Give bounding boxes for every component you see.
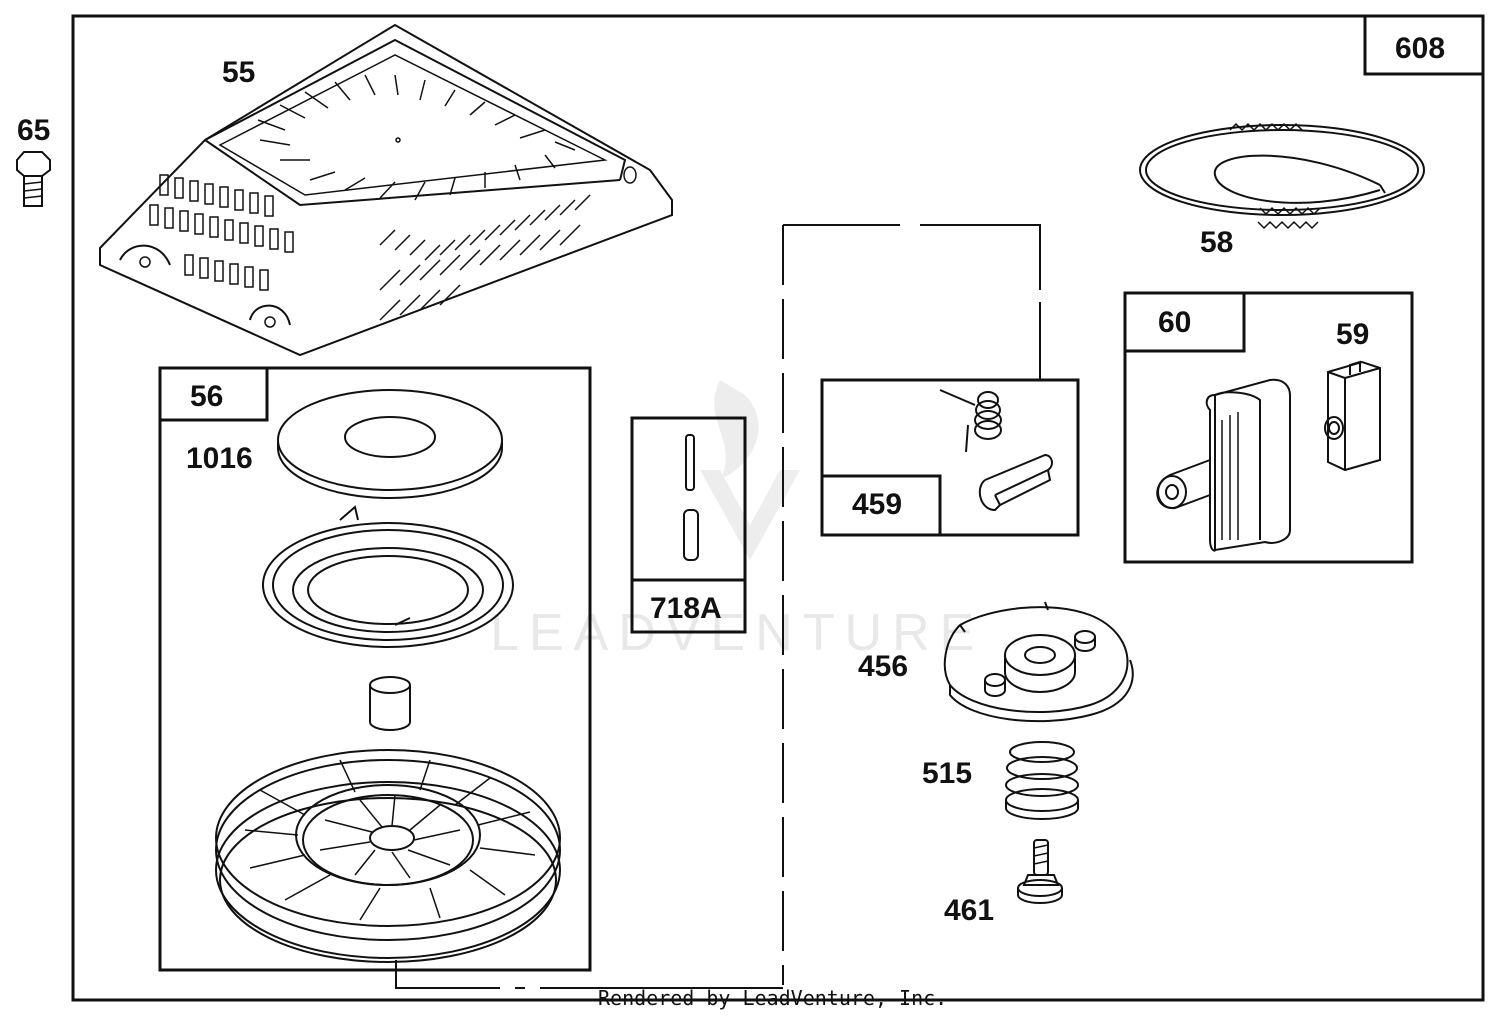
label-56[interactable]: 56 <box>190 380 223 413</box>
compression-spring-515[interactable] <box>1005 741 1079 820</box>
watermark: LEADVENTURE <box>490 380 974 662</box>
kit-60-tag <box>1123 291 1246 353</box>
starter-rope-58[interactable] <box>1139 122 1425 230</box>
kit-56-box <box>158 366 592 972</box>
ratchet-cup-456[interactable] <box>943 601 1134 723</box>
washer-1016[interactable] <box>277 389 503 499</box>
label-1016[interactable]: 1016 <box>186 442 253 475</box>
kit-60-box <box>1123 291 1414 564</box>
kit-718a-box <box>630 416 747 634</box>
label-55[interactable]: 55 <box>222 56 255 89</box>
label-459[interactable]: 459 <box>852 488 902 521</box>
rope-insert-59[interactable] <box>1324 360 1381 472</box>
label-461[interactable]: 461 <box>944 894 994 927</box>
pins-718a[interactable] <box>683 434 699 561</box>
starter-handle-60[interactable] <box>1156 378 1291 552</box>
starter-pulley[interactable] <box>215 749 561 963</box>
label-718a[interactable]: 718A <box>650 592 722 625</box>
connector-lines <box>395 224 1041 989</box>
blower-housing-55[interactable] <box>99 23 673 357</box>
torsion-spring[interactable] <box>939 389 1002 453</box>
bolt-65[interactable] <box>16 151 51 207</box>
kit-459-tag <box>820 474 942 537</box>
label-58[interactable]: 58 <box>1200 226 1233 259</box>
label-59[interactable]: 59 <box>1336 318 1369 351</box>
kit-608-box <box>1363 14 1485 76</box>
bushing[interactable] <box>369 676 411 731</box>
label-60[interactable]: 60 <box>1158 306 1191 339</box>
label-456[interactable]: 456 <box>858 650 908 683</box>
kit-56-tag <box>158 366 269 422</box>
kit-459-box <box>820 378 1080 537</box>
outer-frame <box>71 14 1485 1002</box>
label-608[interactable]: 608 <box>1395 32 1445 65</box>
screw-461[interactable] <box>1017 839 1063 904</box>
footer-credit: Rendered by LeadVenture, Inc. <box>598 986 947 1010</box>
label-65[interactable]: 65 <box>17 114 50 147</box>
label-515[interactable]: 515 <box>922 757 972 790</box>
pawl[interactable] <box>978 453 1053 512</box>
recoil-spring[interactable] <box>262 505 514 648</box>
